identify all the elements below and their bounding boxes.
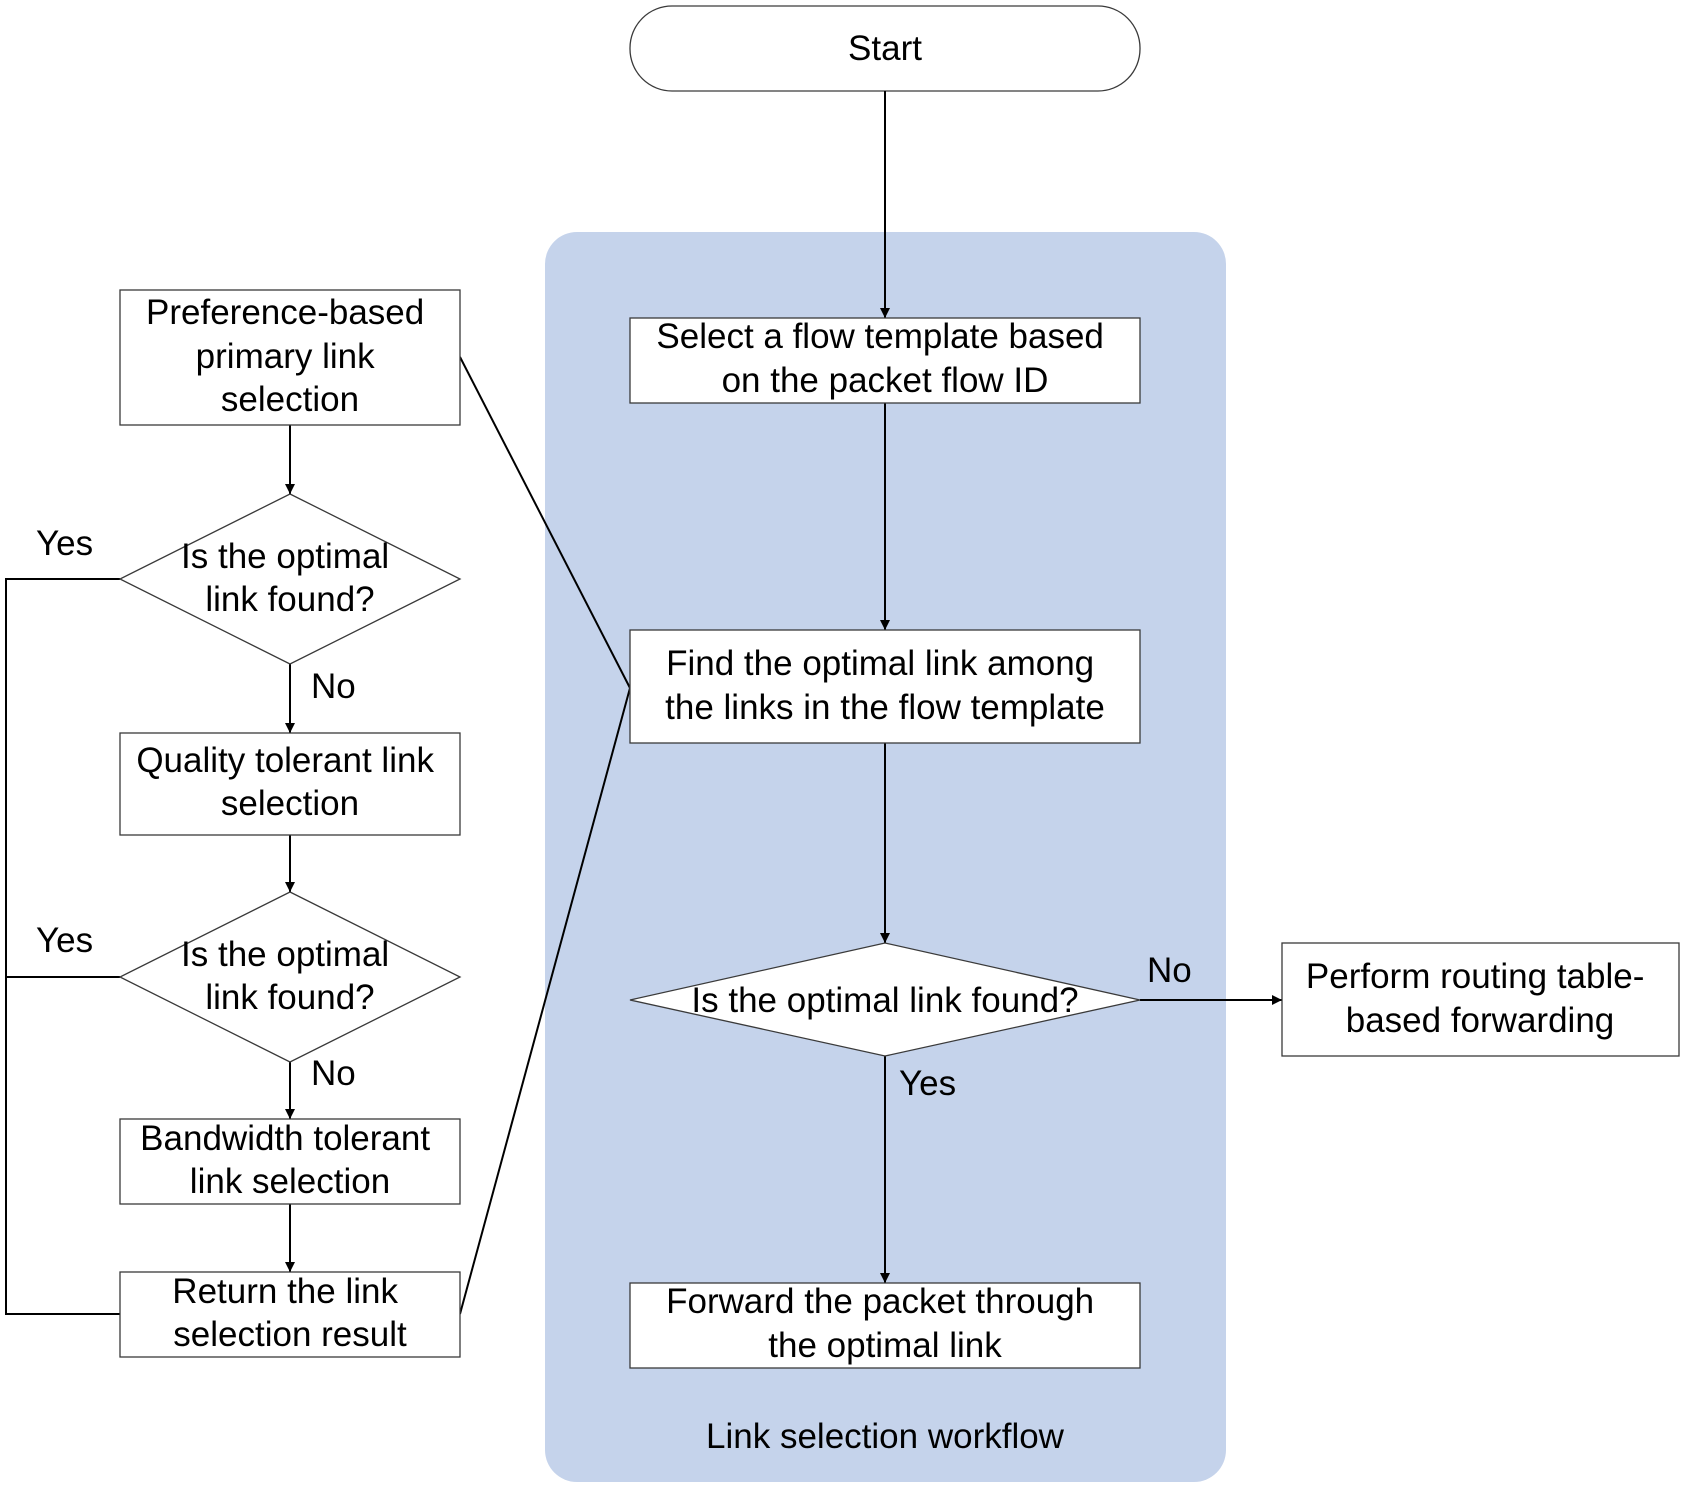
preference-selection-box bbox=[119, 289, 461, 426]
detail-connector-top bbox=[459, 356, 631, 689]
decision1-no-label: No bbox=[311, 667, 356, 706]
return-result-box bbox=[119, 1271, 461, 1358]
main-decision-no-label: No bbox=[1147, 951, 1192, 990]
forward-packet-text: Forward the packet through the optimal l… bbox=[666, 1282, 1104, 1365]
yes-loop-line bbox=[5, 578, 120, 1315]
main-decision-diamond bbox=[629, 942, 1141, 1057]
return-result-text: Return the link selection result bbox=[172, 1272, 407, 1354]
start-label: Start bbox=[848, 29, 922, 68]
main-decision-yes-label: Yes bbox=[899, 1064, 956, 1103]
decision1-diamond bbox=[118, 493, 462, 665]
decision2-diamond bbox=[118, 891, 462, 1063]
find-optimal-box bbox=[629, 629, 1141, 744]
preference-selection-text: Preference-based primary link selection bbox=[146, 293, 434, 419]
bandwidth-selection-text: Bandwidth tolerant link selection bbox=[140, 1119, 440, 1201]
quality-selection-box bbox=[119, 732, 461, 836]
bandwidth-selection-box bbox=[119, 1118, 461, 1205]
detail-connector-bottom bbox=[459, 687, 631, 1315]
select-template-text: Select a flow template based on the pack… bbox=[656, 317, 1113, 400]
routing-forwarding-text: Perform routing table- based forwarding bbox=[1306, 957, 1654, 1040]
main-decision-text: Is the optimal link found? bbox=[691, 981, 1078, 1020]
find-optimal-text: Find the optimal link among the links in… bbox=[665, 644, 1105, 727]
decision1-yes-label: Yes bbox=[36, 524, 93, 563]
decision2-no-label: No bbox=[311, 1054, 356, 1093]
decision1-text: Is the optimal link found? bbox=[181, 537, 399, 619]
forward-packet-box bbox=[629, 1282, 1141, 1369]
routing-forwarding-box bbox=[1281, 942, 1680, 1057]
decision2-yes-label: Yes bbox=[36, 921, 93, 960]
select-template-box bbox=[629, 317, 1141, 404]
decision2-text: Is the optimal link found? bbox=[181, 935, 399, 1017]
workflow-region-label: Link selection workflow bbox=[706, 1417, 1065, 1456]
quality-selection-text: Quality tolerant link selection bbox=[136, 741, 443, 823]
